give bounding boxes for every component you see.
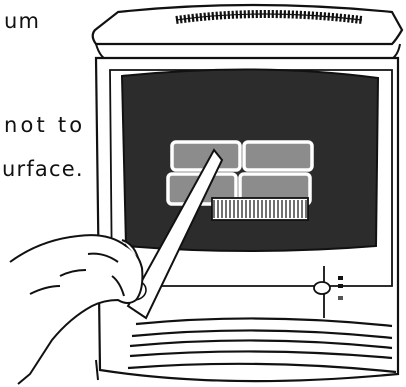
heater-top-cap (93, 5, 402, 60)
brush-icon (212, 198, 308, 220)
